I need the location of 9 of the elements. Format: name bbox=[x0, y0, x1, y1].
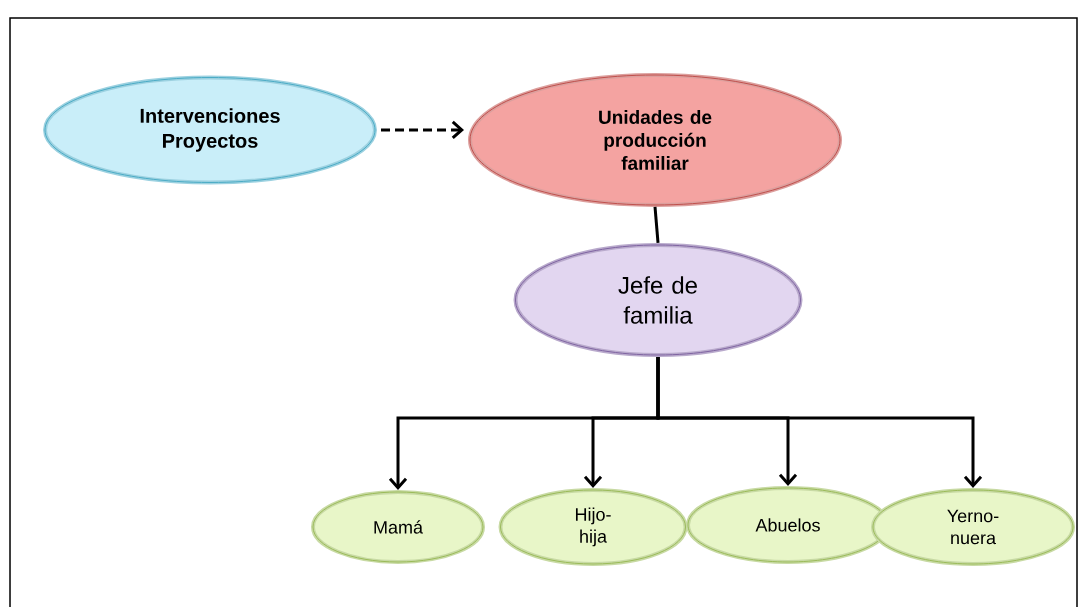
ellipse-node: Yerno-nuera bbox=[871, 488, 1075, 566]
ellipse-node: Unidades de producción familiar bbox=[468, 73, 842, 207]
arrow bbox=[381, 120, 464, 140]
ellipse-node: Intervenciones Proyectos bbox=[43, 75, 377, 185]
ellipse-node: Abuelos bbox=[686, 486, 890, 564]
arrow bbox=[656, 357, 983, 488]
ellipse-node: Hijo-hija bbox=[498, 488, 688, 566]
ellipse-node: Mamá bbox=[311, 490, 485, 564]
ellipse-node: Jefe de familia bbox=[513, 243, 803, 357]
